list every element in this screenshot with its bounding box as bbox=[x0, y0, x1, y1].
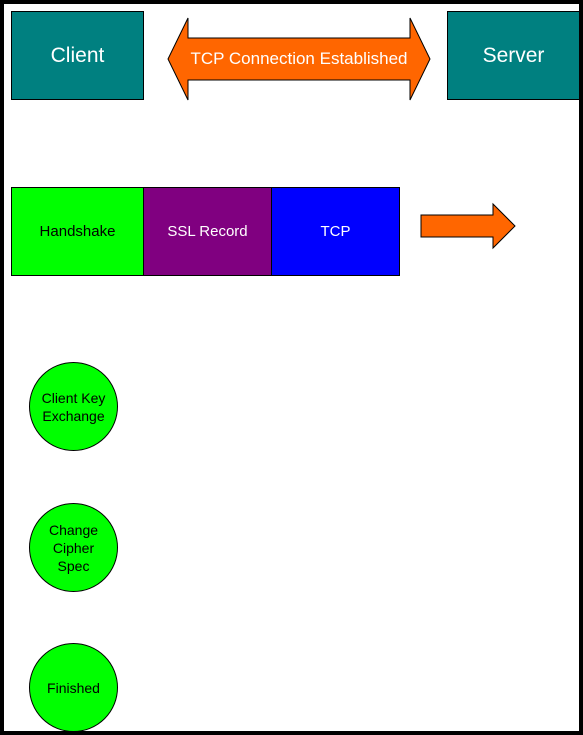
diagram-canvas: Client TCP Connection Established Server… bbox=[4, 4, 580, 732]
record-segment-tcp: TCP bbox=[271, 187, 400, 276]
server-node: Server bbox=[447, 11, 580, 100]
message-finished: Finished bbox=[29, 643, 118, 732]
record-segment-handshake: Handshake bbox=[11, 187, 144, 276]
tcp-connection-arrow-shape bbox=[167, 17, 431, 101]
message-change-cipher-spec: Change Cipher Spec bbox=[29, 503, 118, 592]
record-segment-ssl-record: SSL Record bbox=[143, 187, 272, 276]
tcp-connection-arrow bbox=[167, 17, 431, 101]
message-client-key-exchange: Client Key Exchange bbox=[29, 362, 118, 451]
send-arrow-shape bbox=[420, 202, 516, 250]
send-arrow bbox=[420, 202, 516, 250]
client-node: Client bbox=[11, 11, 144, 100]
